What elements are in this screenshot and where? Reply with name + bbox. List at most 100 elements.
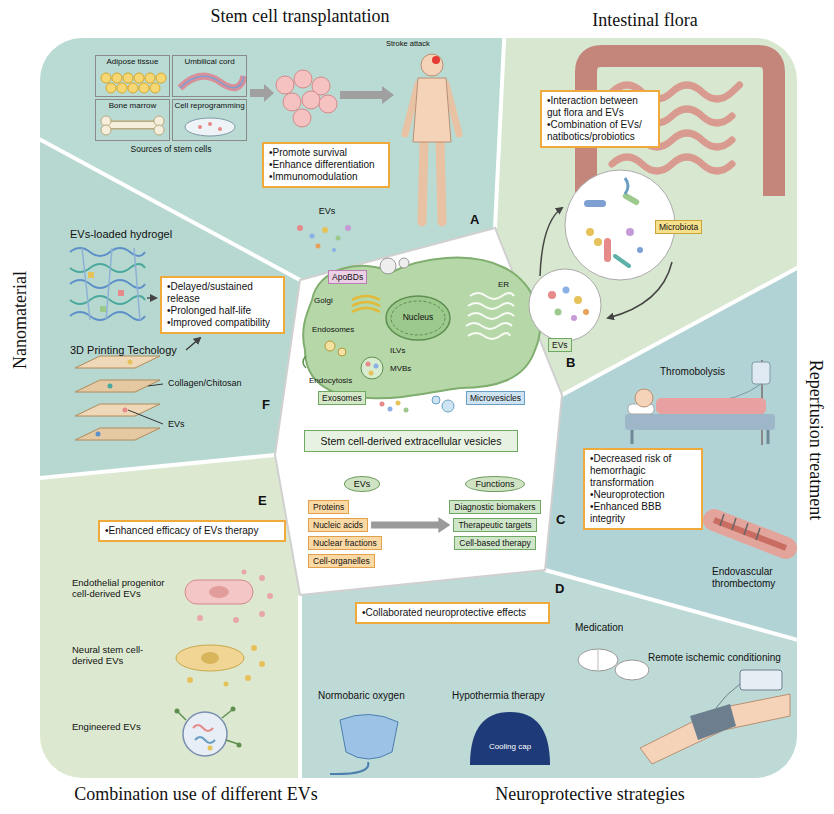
cell-illustration [352, 302, 380, 306]
box-text: •Delayed/sustained release [167, 281, 278, 305]
scaffold-illustration [96, 432, 101, 437]
ev-dots [332, 248, 336, 252]
cooling-cap-illustration [470, 712, 550, 765]
scaffold-illustration [128, 360, 133, 365]
box-text: Microvesicles [470, 393, 521, 403]
microbiota-circle [637, 247, 643, 253]
process-arrow [340, 86, 394, 104]
caption-label: Hypothermia therapy [452, 690, 545, 702]
exosome-dots [380, 401, 409, 413]
organelle-label: Golgi [314, 296, 333, 305]
stem-cell-sources [108, 122, 157, 128]
source-cell: Adipose tissue [95, 55, 170, 97]
engineered-ev-illustration [231, 707, 236, 712]
stem-cell-sources [218, 127, 222, 131]
box-text: Cell-based therapy [459, 538, 530, 548]
microbiota-circle [604, 238, 611, 262]
cell-illustration [468, 313, 514, 319]
cell-illustration [352, 296, 380, 300]
thrombolysis-illustration [767, 430, 770, 444]
caption-label: 3D Printing Techology [70, 344, 177, 357]
scaffold-illustration [108, 384, 113, 389]
exosome-dots [388, 407, 393, 412]
content-box: Nucleic acids [308, 518, 368, 532]
tag-label: Microvesicles [466, 391, 525, 405]
ev-dots [316, 244, 321, 249]
tag-label: Exosomes [318, 391, 366, 405]
exosome-dots [396, 401, 401, 406]
box-text: •Enhanced BBB integrity [590, 501, 696, 525]
sector-grounds [40, 38, 797, 778]
stem-cell-cluster [294, 70, 312, 88]
box-text: •Prolonged half-life [167, 305, 278, 317]
cell-illustration [466, 323, 512, 329]
person-figure [421, 54, 443, 76]
section-title: Stem cell transplantation [211, 6, 390, 27]
pills-illustration [578, 649, 649, 680]
box-text: Nuclear fractions [313, 538, 377, 548]
box-text: Adipose tissue [96, 58, 169, 67]
epc-illustration [259, 575, 265, 581]
box-text: •Enhanced efficacy of EVs therapy [105, 525, 279, 537]
epc-illustration [185, 570, 273, 624]
caption-label: EVs [168, 419, 185, 429]
section-title: Nanomaterial [10, 271, 31, 369]
hydrogel-illustration [82, 248, 140, 320]
oxygen-mask-illustration [330, 762, 368, 774]
arrow-head [438, 517, 450, 533]
ev-dots [322, 227, 328, 233]
stem-cell-cluster [293, 109, 311, 127]
microbiota-circle [594, 238, 602, 246]
microbiota-circle [626, 228, 634, 236]
box-text: •Promote survival [269, 147, 383, 159]
caption-label: Remote ischemic conditioning [648, 652, 794, 664]
person-figure [405, 54, 459, 222]
scaffold-illustration [75, 356, 160, 368]
cell-illustration [468, 303, 514, 309]
microbiota-circle [622, 192, 641, 206]
arm-cuff-illustration [690, 704, 736, 740]
microvesicle-circles [432, 396, 454, 412]
person-figure [413, 78, 451, 142]
sector-grounds [40, 118, 300, 482]
box-text: •Combination of EVs/ natibotics/probioti… [547, 119, 653, 143]
box-text: •Decreased risk of hemorrhagic transform… [590, 453, 696, 489]
ev-circle [571, 315, 577, 321]
oxygen-mask-illustration [330, 714, 398, 774]
microvesicle-circles [432, 396, 440, 404]
pills-illustration [578, 649, 618, 671]
benefit-box: •Collaborated neuroprotective effects [355, 602, 550, 624]
cell-illustration [366, 362, 371, 367]
box-text: •Enhance differentiation [269, 159, 383, 171]
caption-label: Stroke attack [386, 40, 430, 49]
stem-cell-cluster [302, 91, 320, 109]
function-box: Therapeutic targets [453, 518, 536, 532]
caption-label: Thromobolysis [660, 366, 725, 378]
epc-illustration [242, 570, 247, 575]
cell-illustration [369, 371, 374, 376]
sector-divider [298, 595, 302, 778]
engineered-ev-illustration [193, 725, 213, 731]
stem-cell-sources [117, 83, 127, 93]
stem-cell-cluster [276, 70, 337, 127]
sector-grounds [40, 455, 300, 778]
nsc-illustration [176, 645, 265, 687]
ev-dots [345, 225, 351, 231]
caption-label: Endovascular thrombectomy [712, 566, 794, 589]
caption-label: Collagen/Chitosan [168, 378, 242, 388]
stem-cell-sources [145, 73, 155, 83]
stem-cell-sources [139, 83, 149, 93]
tag-label: Microbiota [655, 220, 702, 234]
organelle-label: ER [498, 280, 509, 289]
stem-cell-sources [180, 76, 244, 88]
ev-dots [297, 225, 351, 252]
stem-cell-cluster [276, 76, 294, 94]
thrombolysis-illustration [656, 398, 766, 414]
box-text: Stem cell-derived extracellular vesicles [309, 435, 513, 447]
section-title: Neuroprotective strategies [495, 784, 684, 805]
box-text: ApoBDs [332, 272, 363, 282]
scaffold-illustration [75, 404, 160, 416]
hydrogel-illustration [70, 280, 145, 288]
ev-dots [336, 236, 341, 241]
pills-illustration [598, 650, 599, 670]
